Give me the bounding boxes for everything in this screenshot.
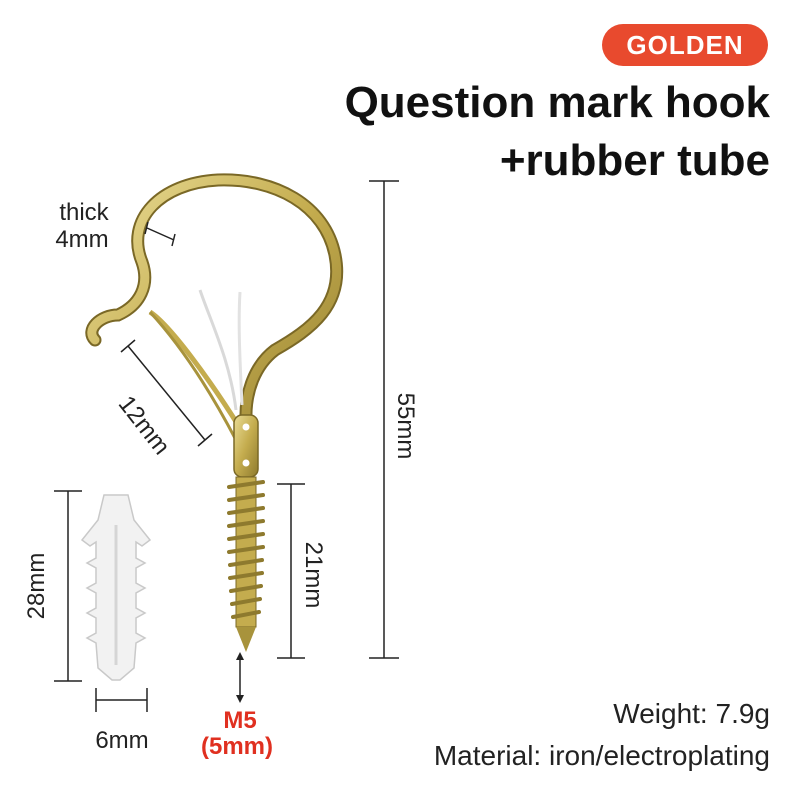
anchor-length-dimension: 28mm [23, 490, 82, 682]
screw-size-label: M5 [223, 707, 256, 734]
rubber-tube-image [80, 494, 152, 681]
anchor-width-dimension: 6mm [95, 688, 149, 754]
thick-label: thick [59, 199, 109, 226]
screw-size-mm-label: (5mm) [201, 733, 273, 760]
total-length-label: 55mm [392, 393, 419, 460]
thickness-dimension: thick 4mm [55, 199, 176, 253]
gap-label: 12mm [113, 391, 175, 460]
total-length-dimension: 55mm [369, 180, 419, 659]
thick-value: 4mm [55, 226, 108, 253]
anchor-width-label: 6mm [95, 727, 148, 754]
question-hook-image [85, 173, 344, 652]
anchor-length-label: 28mm [23, 553, 50, 620]
screw-size-dimension: M5 (5mm) [201, 652, 273, 760]
material-spec: Material: iron/electroplating [433, 740, 770, 771]
product-title-line2: +rubber tube [499, 136, 770, 185]
product-title-line1: Question mark hook [344, 78, 770, 127]
gap-dimension: 12mm [113, 339, 213, 460]
thread-length-dimension: 21mm [277, 483, 327, 659]
thread-length-label: 21mm [300, 542, 327, 609]
color-badge: GOLDEN [602, 24, 768, 66]
weight-spec: Weight: 7.9g [613, 698, 770, 729]
